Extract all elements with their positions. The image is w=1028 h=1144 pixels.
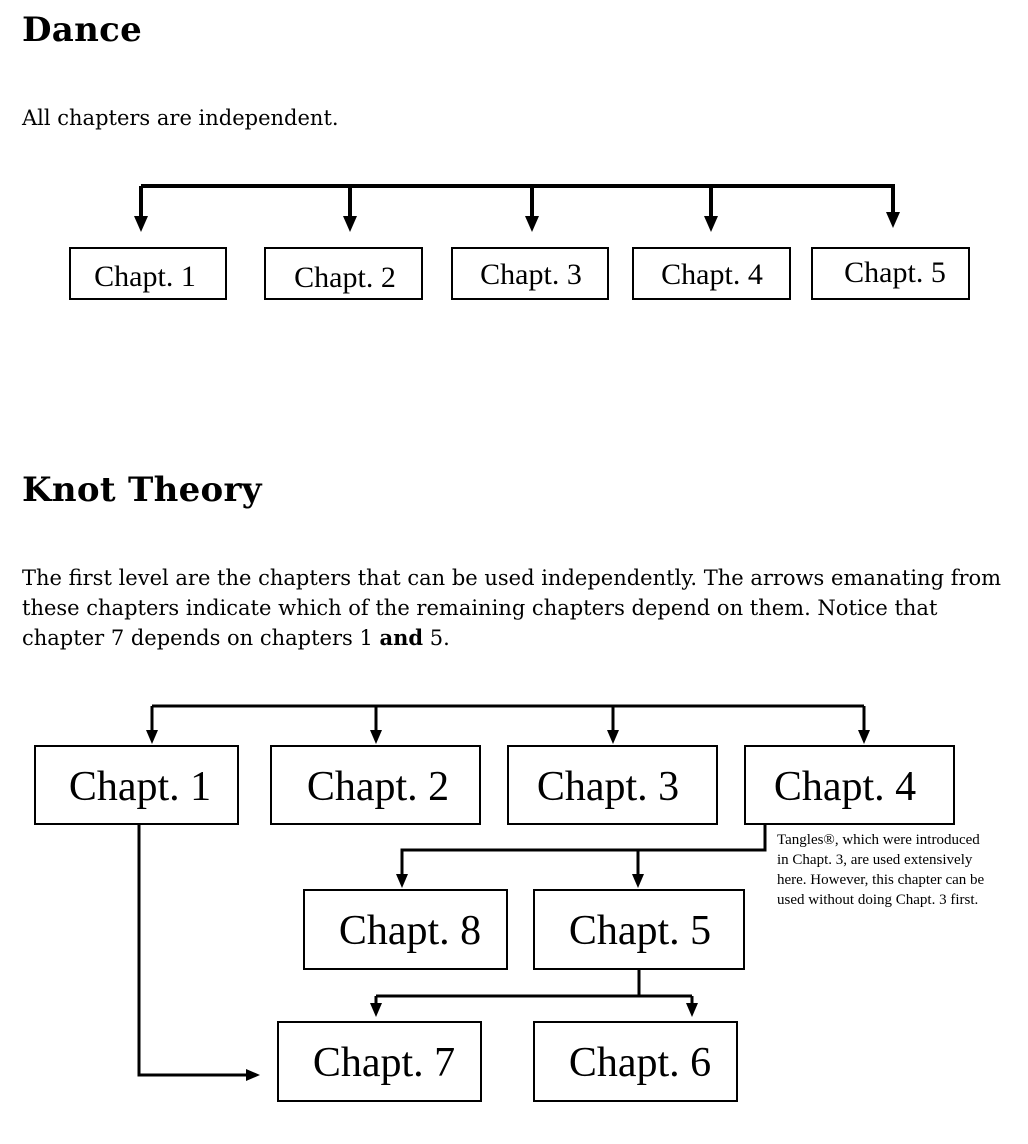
- knot-box-c4-label: Chapt. 4: [774, 764, 916, 810]
- dance-arrow-4: [704, 216, 718, 232]
- knot-c1-to-c7-connector: [137, 824, 248, 1077]
- knot-box-c5: Chapt. 5: [533, 889, 745, 970]
- knot-arrow-c1: [146, 730, 158, 744]
- dance-box-3: Chapt. 3: [451, 247, 609, 300]
- dance-arrow-1: [134, 216, 148, 232]
- knot-description-end: 5.: [423, 626, 450, 650]
- dance-box-2: Chapt. 2: [264, 247, 423, 300]
- knot-top-drops: [150, 706, 866, 732]
- knot-arrow-c7: [370, 1003, 382, 1017]
- knot-box-c5-label: Chapt. 5: [569, 908, 711, 954]
- knot-box-c7: Chapt. 7: [277, 1021, 482, 1102]
- knot-box-c3: Chapt. 3: [507, 745, 718, 825]
- knot-box-c1-label: Chapt. 1: [69, 764, 211, 810]
- dance-box-3-label: Chapt. 3: [480, 258, 582, 291]
- knot-box-c4: Chapt. 4: [744, 745, 955, 825]
- knot-box-c1: Chapt. 1: [34, 745, 239, 825]
- knot-c5-connector: [374, 969, 694, 1005]
- knot-arrow-c8: [396, 874, 408, 888]
- knot-box-c6-label: Chapt. 6: [569, 1040, 711, 1086]
- knot-arrow-c6: [686, 1003, 698, 1017]
- knot-box-c6: Chapt. 6: [533, 1021, 738, 1102]
- dance-box-5: Chapt. 5: [811, 247, 970, 300]
- knot-arrow-c5: [632, 874, 644, 888]
- knot-diagram: Chapt. 1 Chapt. 2 Chapt. 3 Chapt. 4 Chap…: [34, 704, 955, 1102]
- knot-arrow-c4: [858, 730, 870, 744]
- dance-diagram: Chapt. 1 Chapt. 2 Chapt. 3 Chapt. 4 Chap…: [69, 184, 970, 300]
- knot-box-c8-label: Chapt. 8: [339, 908, 481, 954]
- chapter-4-note: Tangles®, which were introduced in Chapt…: [777, 832, 985, 908]
- knot-box-c2: Chapt. 2: [270, 745, 481, 825]
- knot-arrow-c2: [370, 730, 382, 744]
- knot-box-c3-label: Chapt. 3: [537, 764, 679, 810]
- dance-box-1: Chapt. 1: [69, 247, 227, 300]
- knot-arrow-c3: [607, 730, 619, 744]
- knot-box-c8: Chapt. 8: [303, 889, 508, 970]
- dance-description: All chapters are independent.: [22, 106, 339, 130]
- knot-description-text: The first level are the chapters that ca…: [22, 566, 1002, 650]
- dance-heading: Dance: [22, 10, 143, 50]
- knot-heading: Knot Theory: [22, 470, 262, 510]
- dance-arrow-5: [886, 212, 900, 228]
- dance-box-1-label: Chapt. 1: [94, 260, 196, 293]
- dance-box-5-label: Chapt. 5: [844, 256, 946, 289]
- knot-box-c2-label: Chapt. 2: [307, 764, 449, 810]
- knot-arrow-c1-c7: [246, 1069, 260, 1081]
- dance-box-2-label: Chapt. 2: [294, 261, 396, 294]
- dance-box-4: Chapt. 4: [632, 247, 791, 300]
- dance-drop-lines: [139, 186, 895, 218]
- knot-description: The first level are the chapters that ca…: [22, 563, 1012, 653]
- knot-c4-connector: [400, 824, 767, 876]
- knot-description-bold: and: [379, 625, 424, 650]
- dance-arrow-3: [525, 216, 539, 232]
- knot-box-c7-label: Chapt. 7: [313, 1040, 455, 1086]
- dance-box-4-label: Chapt. 4: [661, 258, 763, 291]
- dance-arrow-2: [343, 216, 357, 232]
